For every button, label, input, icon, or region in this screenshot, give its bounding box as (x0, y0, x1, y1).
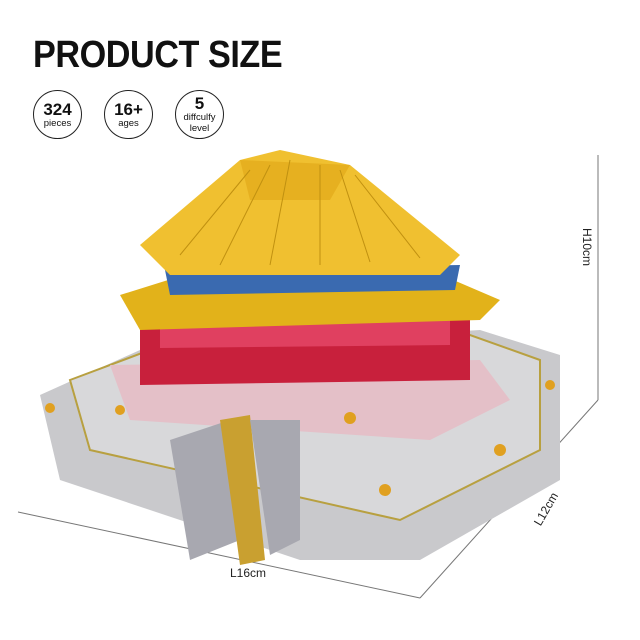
length-dimension-label: L16cm (230, 566, 267, 580)
badge-label: diffculfy level (183, 112, 216, 134)
badge-label: pieces (43, 117, 72, 129)
height-dimension-label: H10cm (580, 227, 595, 267)
difficulty-badge: 5 diffculfy level (175, 90, 224, 139)
palace-model (40, 150, 560, 565)
badge-label: ages (118, 117, 139, 129)
badge-value: 16+ (114, 99, 143, 119)
page-title: PRODUCT SIZE (33, 34, 283, 76)
pieces-badge: 324 pieces (33, 90, 82, 139)
ages-badge: 16+ ages (104, 90, 153, 139)
badge-value: 5 (194, 94, 205, 113)
badge-value: 324 (43, 99, 72, 119)
